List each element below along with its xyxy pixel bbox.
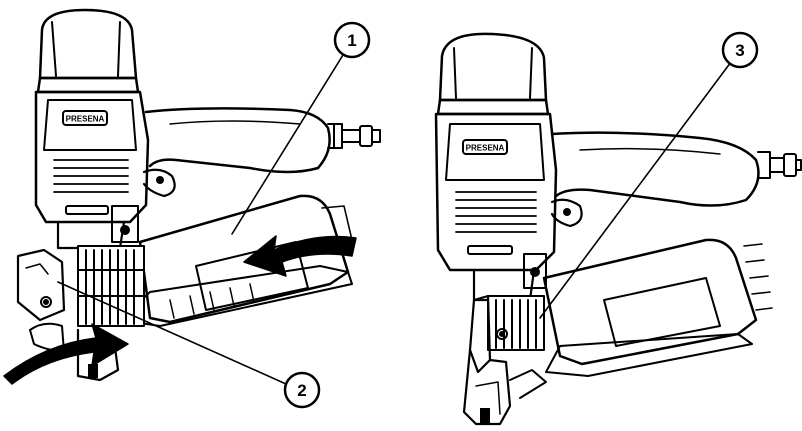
handle-left [144,107,331,174]
handle-right [550,131,760,207]
magazine-door-right [468,294,492,374]
callout-number-1: 1 [347,31,356,50]
callout-number-3: 3 [735,41,744,60]
callout-3: 3 [539,31,759,319]
cylinder-cap-left [38,8,138,80]
magazine-right [542,238,758,366]
magazine-door-left [16,248,66,322]
brand-plate-left [62,110,108,126]
curved-arrow-icon [243,235,357,277]
air-fitting-right [757,151,802,179]
cylinder-cap-right [438,32,548,102]
vents-left [53,159,129,193]
brand-plate-right [462,139,508,155]
leader-line-2 [57,281,287,385]
leader-line-1 [231,54,344,235]
magazine-left [138,194,350,324]
callout-2: 2 [57,281,321,409]
callout-number-2: 2 [297,381,306,400]
trigger-right [550,198,583,228]
leader-line-3 [539,61,732,319]
vents-right [455,191,537,233]
tool-left: PRESENA [3,8,381,385]
nose-tip-left [76,328,120,382]
brand-label-left: PRESENA [66,115,105,124]
tool-right: PRESENA [434,32,802,426]
trigger-left [142,168,176,198]
nose-tip-right [462,348,512,426]
nail-coil-left [77,245,145,327]
nail-coil-right [487,295,545,351]
air-fitting-left [327,123,381,149]
brand-label-right: PRESENA [466,144,505,153]
nose-left [56,220,126,250]
callout-1: 1 [231,21,371,235]
curved-arrow-icon [3,323,129,385]
